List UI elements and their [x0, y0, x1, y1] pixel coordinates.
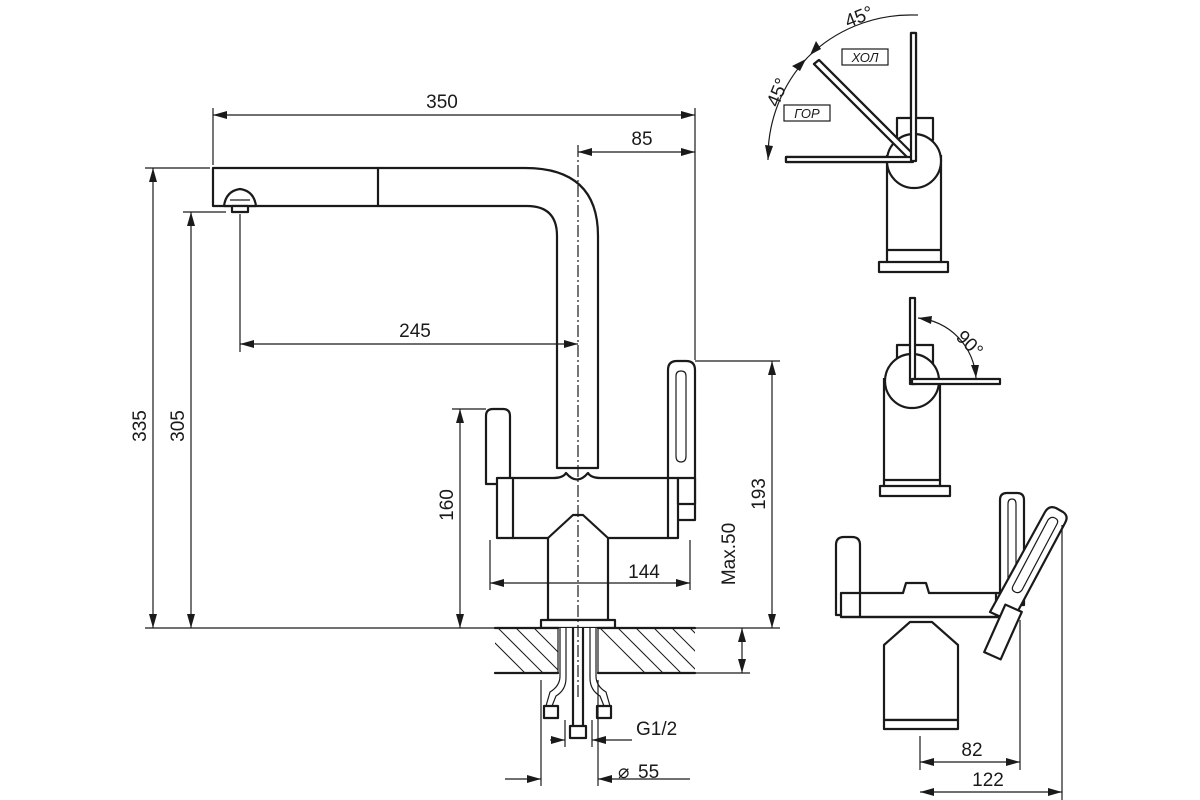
side-lever-tilted: [988, 506, 1068, 624]
dim-122: 122: [972, 770, 1004, 791]
side-lower-body: [882, 620, 960, 722]
bottom-right-side-view: 82 122: [834, 491, 1068, 800]
aerator: [222, 187, 258, 208]
middle-right-view-rotation-angle: 90°: [878, 296, 1002, 498]
top-right-view-mixing-angle: 45° 45° ХОЛ ГОР: [763, 2, 950, 274]
dim-g12: G1/2: [636, 719, 677, 740]
dim-305: 305: [168, 410, 189, 442]
dim-85: 85: [631, 129, 652, 150]
countertop: [493, 626, 697, 675]
lever-vertical: [908, 296, 917, 386]
dim-144: 144: [628, 562, 660, 583]
dim-193: 193: [749, 478, 770, 510]
dim-82: 82: [961, 740, 982, 761]
dim-350: 350: [426, 92, 458, 113]
dim-160: 160: [437, 489, 458, 521]
dim-max50: Max.50: [719, 523, 740, 585]
label-hot: ГОР: [794, 106, 820, 121]
label-cold: ХОЛ: [851, 50, 879, 65]
faucet-front-view: [211, 145, 697, 740]
lever-horizontal: [910, 377, 1002, 386]
angle-45-cold: 45°: [842, 2, 877, 32]
diameter-symbol: ⌀: [618, 762, 629, 783]
side-body: [839, 581, 1007, 619]
front-view-dimensions: 350 85 245 335 305 160: [130, 92, 780, 786]
supply-hoses: [542, 626, 613, 740]
dim-55: 55: [638, 762, 659, 783]
dim-245: 245: [399, 321, 431, 342]
left-handle: [484, 407, 512, 486]
mixer-body: [495, 471, 680, 540]
dim-335: 335: [130, 410, 151, 442]
angle-90: 90°: [951, 327, 986, 362]
spout-tube: [211, 166, 600, 470]
